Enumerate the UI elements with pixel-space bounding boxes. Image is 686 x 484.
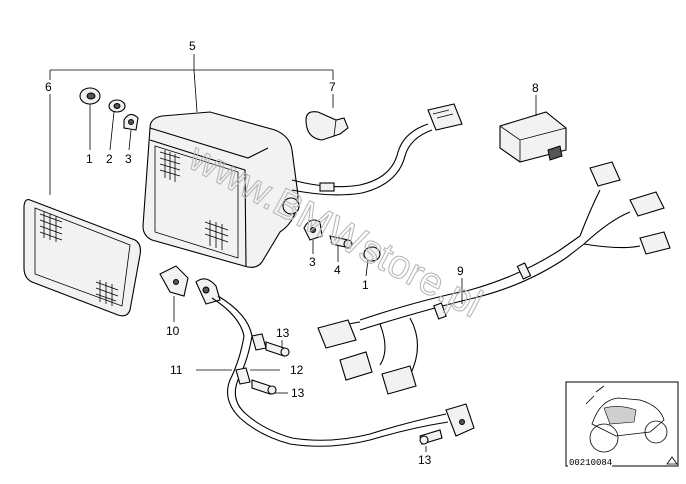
spacer-12a	[251, 333, 267, 351]
group-bracket-5	[49, 54, 334, 195]
lens-grid-upper	[39, 212, 63, 242]
callout-3a: 3	[125, 152, 132, 166]
wiring-harness	[331, 189, 641, 376]
clip-3	[123, 113, 139, 131]
callout-4: 4	[334, 263, 341, 277]
callout-10: 10	[166, 324, 180, 338]
callout-13a: 13	[276, 326, 290, 340]
screw-4	[329, 235, 353, 249]
bracket-10	[159, 265, 189, 322]
bolt-13a	[265, 341, 290, 357]
callout-8: 8	[532, 81, 539, 95]
motorcycle-icon	[585, 385, 668, 453]
callout-11: 11	[170, 363, 183, 377]
lens-grid-lower	[95, 280, 119, 306]
callout-7: 7	[329, 80, 336, 94]
harness-plug-a	[589, 161, 621, 187]
callout-12: 12	[290, 363, 304, 377]
inset-thumbnail: 00210084	[565, 381, 679, 468]
callout-13c: 13	[418, 453, 432, 467]
callout-2: 2	[106, 152, 113, 166]
headlight-housing	[142, 111, 300, 268]
grommet-1-mid	[363, 246, 381, 262]
callout-1b: 1	[362, 278, 369, 292]
callout-3b: 3	[309, 255, 316, 269]
harness-plug-e	[339, 351, 373, 381]
harness-plug-d	[317, 319, 357, 349]
inset-code: 00210084	[569, 458, 612, 468]
headlight-lens	[23, 199, 141, 317]
headlight-plug	[427, 103, 463, 131]
harness-plug-f	[381, 365, 417, 395]
callout-1a: 1	[86, 152, 93, 166]
bulb	[305, 111, 349, 141]
grommet-1	[79, 87, 101, 105]
bolt-13b	[251, 379, 277, 395]
bolt-13c	[419, 429, 443, 445]
leaders-mid-small	[312, 240, 369, 277]
harness-plug-c	[639, 231, 671, 255]
leaders-top-small	[89, 104, 132, 151]
washer-2	[108, 99, 126, 113]
callout-13b: 13	[291, 386, 305, 400]
callout-9: 9	[457, 264, 464, 278]
spacer-12b	[235, 367, 251, 385]
clip-3-mid	[303, 219, 323, 241]
callout-5: 5	[189, 39, 196, 53]
harness-plug-b	[629, 191, 665, 217]
callout-labels: 5 6 7 8 1 2 3 3 4 1 9 10 13 11 12 13 13	[45, 39, 539, 467]
headlight-cable	[291, 123, 433, 196]
leaders-bolts	[250, 340, 427, 452]
triangle-icon	[666, 456, 678, 465]
callout-6: 6	[45, 80, 52, 94]
relay	[499, 95, 567, 163]
